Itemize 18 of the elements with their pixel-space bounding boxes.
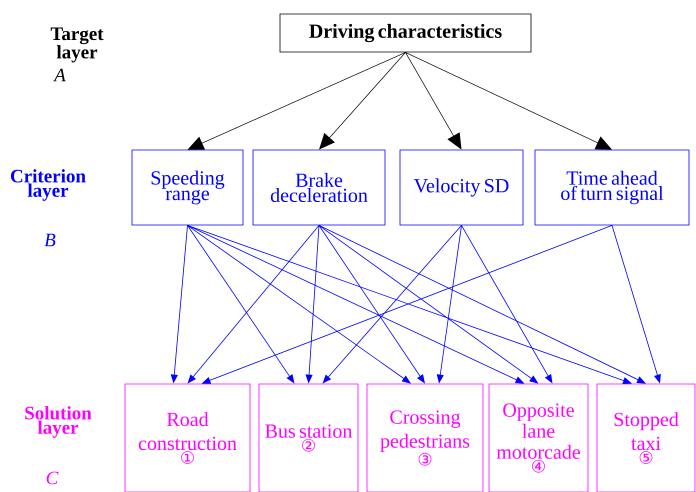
solution-box: Crossing pedestrians ③ <box>366 384 484 492</box>
layer-symbol: A <box>53 68 66 82</box>
criterion-box: Brake deceleration <box>252 150 386 226</box>
layer-label: Solution layer <box>25 406 92 438</box>
arrow <box>188 52 406 150</box>
criterion-box: Speeding range <box>132 150 244 226</box>
criterion-box: Velocity SD <box>400 150 524 226</box>
layer-symbol: B <box>44 234 56 246</box>
layer-symbol: C <box>46 472 59 484</box>
goal-box: Driving characteristics <box>280 14 532 52</box>
solution-box: Opposite lane motorcade ④ <box>488 384 588 492</box>
arrow <box>405 52 612 150</box>
criterion-box: Time ahead of turn signal <box>534 150 690 226</box>
layer-label: Criterion layer <box>10 169 86 201</box>
solution-box: Bus station ② <box>258 384 358 492</box>
layer-label: Target layer <box>50 28 104 62</box>
solution-box: Road construction ① <box>124 384 250 492</box>
solution-box: Stopped taxi ⑤ <box>596 384 696 492</box>
